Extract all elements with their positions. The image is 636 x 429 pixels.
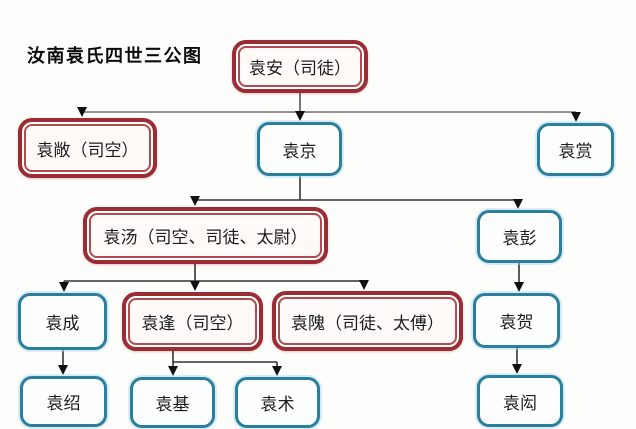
node-yuan-he: 袁贺 bbox=[473, 293, 560, 348]
node-yuan-chang: 袁敞（司空） bbox=[18, 118, 157, 178]
node-label: 袁京 bbox=[282, 141, 317, 162]
node-label: 袁绍 bbox=[46, 394, 81, 414]
node-label: 袁敞（司空） bbox=[24, 124, 151, 172]
node-yuan-shu: 袁术 bbox=[235, 377, 320, 428]
node-label: 袁隗（司徒、太傅） bbox=[278, 297, 457, 345]
node-label: 袁安（司徒） bbox=[238, 46, 362, 87]
node-yuan-shao: 袁绍 bbox=[20, 376, 107, 427]
node-yuan-an: 袁安（司徒） bbox=[232, 40, 368, 93]
node-label: 袁术 bbox=[260, 395, 295, 415]
node-yuan-feng: 袁逢（司空） bbox=[122, 292, 263, 351]
node-yuan-tang: 袁汤（司空、司徒、太尉） bbox=[83, 207, 328, 264]
node-yuan-cheng: 袁成 bbox=[18, 293, 107, 350]
diagram-title: 汝南袁氏四世三公图 bbox=[27, 46, 203, 67]
node-label: 袁赏 bbox=[558, 142, 593, 162]
node-label: 袁逢（司空） bbox=[128, 298, 257, 345]
node-yuan-hong: 袁闳 bbox=[477, 375, 563, 427]
node-label: 袁贺 bbox=[499, 313, 534, 333]
node-label: 袁成 bbox=[45, 314, 80, 334]
node-yuan-wei: 袁隗（司徒、太傅） bbox=[272, 291, 463, 351]
node-yuan-shang: 袁赏 bbox=[537, 123, 614, 176]
node-yuan-peng: 袁彭 bbox=[477, 210, 562, 263]
node-label: 袁彭 bbox=[502, 229, 537, 249]
node-yuan-ji: 袁基 bbox=[130, 377, 215, 428]
node-yuan-jing: 袁京 bbox=[257, 122, 342, 176]
node-label: 袁基 bbox=[155, 395, 190, 415]
node-label: 袁闳 bbox=[503, 393, 537, 414]
node-label: 袁汤（司空、司徒、太尉） bbox=[89, 213, 322, 258]
